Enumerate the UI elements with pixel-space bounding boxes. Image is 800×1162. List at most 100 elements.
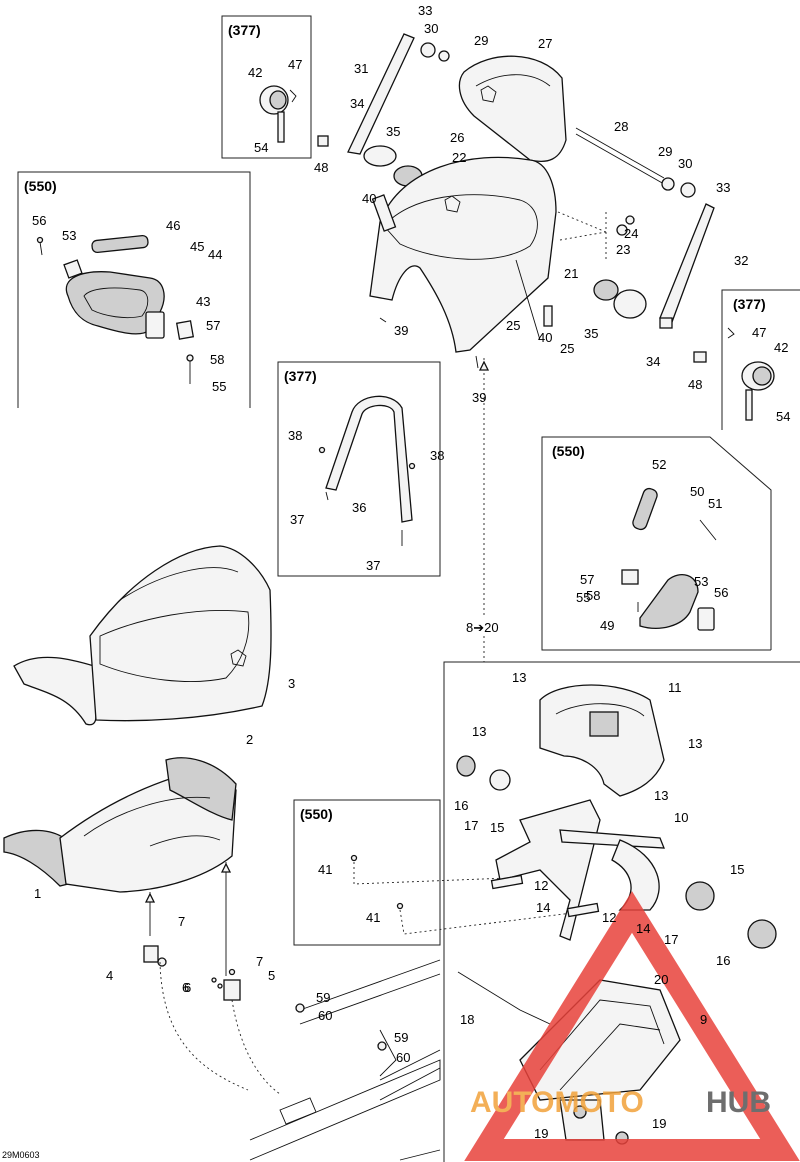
group-label-377-right: (377) bbox=[733, 296, 766, 312]
group-box-377-right bbox=[721, 289, 800, 430]
part-label-41: 41 bbox=[318, 862, 332, 877]
part-label-14: 14 bbox=[536, 900, 550, 915]
part-label-17: 17 bbox=[464, 818, 478, 833]
part-label-57: 57 bbox=[206, 318, 220, 333]
part-label-14: 14 bbox=[636, 921, 650, 936]
vehicle-frame bbox=[159, 959, 441, 1161]
seat-cover-assembly bbox=[369, 156, 607, 369]
group-label-377-top-left: (377) bbox=[228, 22, 261, 38]
bracket-assembly-left bbox=[143, 945, 241, 1001]
part-label-37: 37 bbox=[366, 558, 380, 573]
part-label-49: 49 bbox=[600, 618, 614, 633]
part-label-6: 6 bbox=[184, 980, 191, 995]
part-label-16: 16 bbox=[716, 953, 730, 968]
part-label-56: 56 bbox=[714, 585, 728, 600]
part-label-15: 15 bbox=[730, 862, 744, 877]
part-label-12: 12 bbox=[534, 878, 548, 893]
part-label-30: 30 bbox=[678, 156, 692, 171]
part-label-4: 4 bbox=[106, 968, 113, 983]
part-label-42: 42 bbox=[774, 340, 788, 355]
part-label-51: 51 bbox=[708, 496, 722, 511]
part-label-22: 22 bbox=[452, 150, 466, 165]
seat-base-assembly bbox=[3, 757, 237, 976]
part-label-9: 9 bbox=[700, 1012, 707, 1027]
part-label-19: 19 bbox=[534, 1126, 548, 1141]
part-label-35: 35 bbox=[386, 124, 400, 139]
part-label-18: 18 bbox=[460, 1012, 474, 1027]
handle-assembly-left bbox=[36, 234, 195, 384]
part-label-59: 59 bbox=[394, 1030, 408, 1045]
part-label-21: 21 bbox=[564, 266, 578, 281]
part-label-48: 48 bbox=[688, 377, 702, 392]
part-label-10: 10 bbox=[674, 810, 688, 825]
part-label-28: 28 bbox=[614, 119, 628, 134]
part-label-31: 31 bbox=[354, 61, 368, 76]
group-box-550-right bbox=[541, 436, 772, 651]
part-label-59: 59 bbox=[316, 990, 330, 1005]
callout-ref-8-20: 8➔20 bbox=[466, 620, 499, 635]
part-label-37: 37 bbox=[290, 512, 304, 527]
part-label-36: 36 bbox=[352, 500, 366, 515]
part-label-29: 29 bbox=[474, 33, 488, 48]
part-label-16: 16 bbox=[454, 798, 468, 813]
part-label-32: 32 bbox=[734, 253, 748, 268]
part-label-27: 27 bbox=[538, 36, 552, 51]
part-label-60: 60 bbox=[396, 1050, 410, 1065]
part-label-34: 34 bbox=[646, 354, 660, 369]
group-box-377-top-left bbox=[221, 15, 312, 159]
part-label-25: 25 bbox=[506, 318, 520, 333]
part-label-44: 44 bbox=[208, 247, 222, 262]
part-label-33: 33 bbox=[418, 3, 432, 18]
watermark-logo: AUTOMOTO HUB bbox=[464, 891, 800, 1161]
part-label-12: 12 bbox=[602, 910, 616, 925]
bolt-leaders-550 bbox=[350, 854, 581, 935]
part-label-50: 50 bbox=[690, 484, 704, 499]
part-label-54: 54 bbox=[776, 409, 790, 424]
part-label-56: 56 bbox=[32, 213, 46, 228]
part-label-15: 15 bbox=[490, 820, 504, 835]
part-label-13: 13 bbox=[688, 736, 702, 751]
part-label-53: 53 bbox=[694, 574, 708, 589]
part-label-47: 47 bbox=[288, 57, 302, 72]
part-label-53: 53 bbox=[62, 228, 76, 243]
part-label-33: 33 bbox=[716, 180, 730, 195]
knob-assembly-top-left bbox=[259, 85, 297, 143]
watermark-text-b: HUB bbox=[706, 1086, 771, 1119]
part-label-39: 39 bbox=[472, 390, 486, 405]
part-label-24: 24 bbox=[624, 226, 638, 241]
watermark-text-a: AUTOMOTO bbox=[470, 1086, 644, 1119]
part-label-52: 52 bbox=[652, 457, 666, 472]
part-label-13: 13 bbox=[512, 670, 526, 685]
part-label-42: 42 bbox=[248, 65, 262, 80]
group-label-377-middle: (377) bbox=[284, 368, 317, 384]
group-label-550-left: (550) bbox=[24, 178, 57, 194]
part-label-46: 46 bbox=[166, 218, 180, 233]
part-label-58: 58 bbox=[210, 352, 224, 367]
part-label-40: 40 bbox=[538, 330, 552, 345]
part-label-19: 19 bbox=[652, 1116, 666, 1131]
part-label-38: 38 bbox=[430, 448, 444, 463]
seat-assembly bbox=[13, 545, 272, 726]
watermark-triangle-icon bbox=[464, 891, 800, 1161]
part-label-29: 29 bbox=[658, 144, 672, 159]
handle-assembly-right bbox=[621, 487, 717, 631]
part-label-30: 30 bbox=[424, 21, 438, 36]
part-label-45: 45 bbox=[190, 239, 204, 254]
part-label-6: 6 bbox=[182, 980, 189, 995]
group-label-550-bottom: (550) bbox=[300, 806, 333, 822]
part-label-7: 7 bbox=[178, 914, 185, 929]
seat-frame-assembly bbox=[456, 684, 777, 1145]
part-label-23: 23 bbox=[616, 242, 630, 257]
part-label-60: 60 bbox=[318, 1008, 332, 1023]
part-label-25: 25 bbox=[560, 341, 574, 356]
part-label-57: 57 bbox=[580, 572, 594, 587]
backrest-assembly bbox=[317, 33, 567, 187]
group-label-550-right: (550) bbox=[552, 443, 585, 459]
part-label-38: 38 bbox=[288, 428, 302, 443]
part-label-20: 20 bbox=[654, 972, 668, 987]
part-label-54: 54 bbox=[254, 140, 268, 155]
part-label-13: 13 bbox=[654, 788, 668, 803]
knob-assembly-right bbox=[727, 327, 775, 421]
part-label-11: 11 bbox=[668, 680, 682, 695]
hinge-assembly-right bbox=[575, 127, 715, 363]
